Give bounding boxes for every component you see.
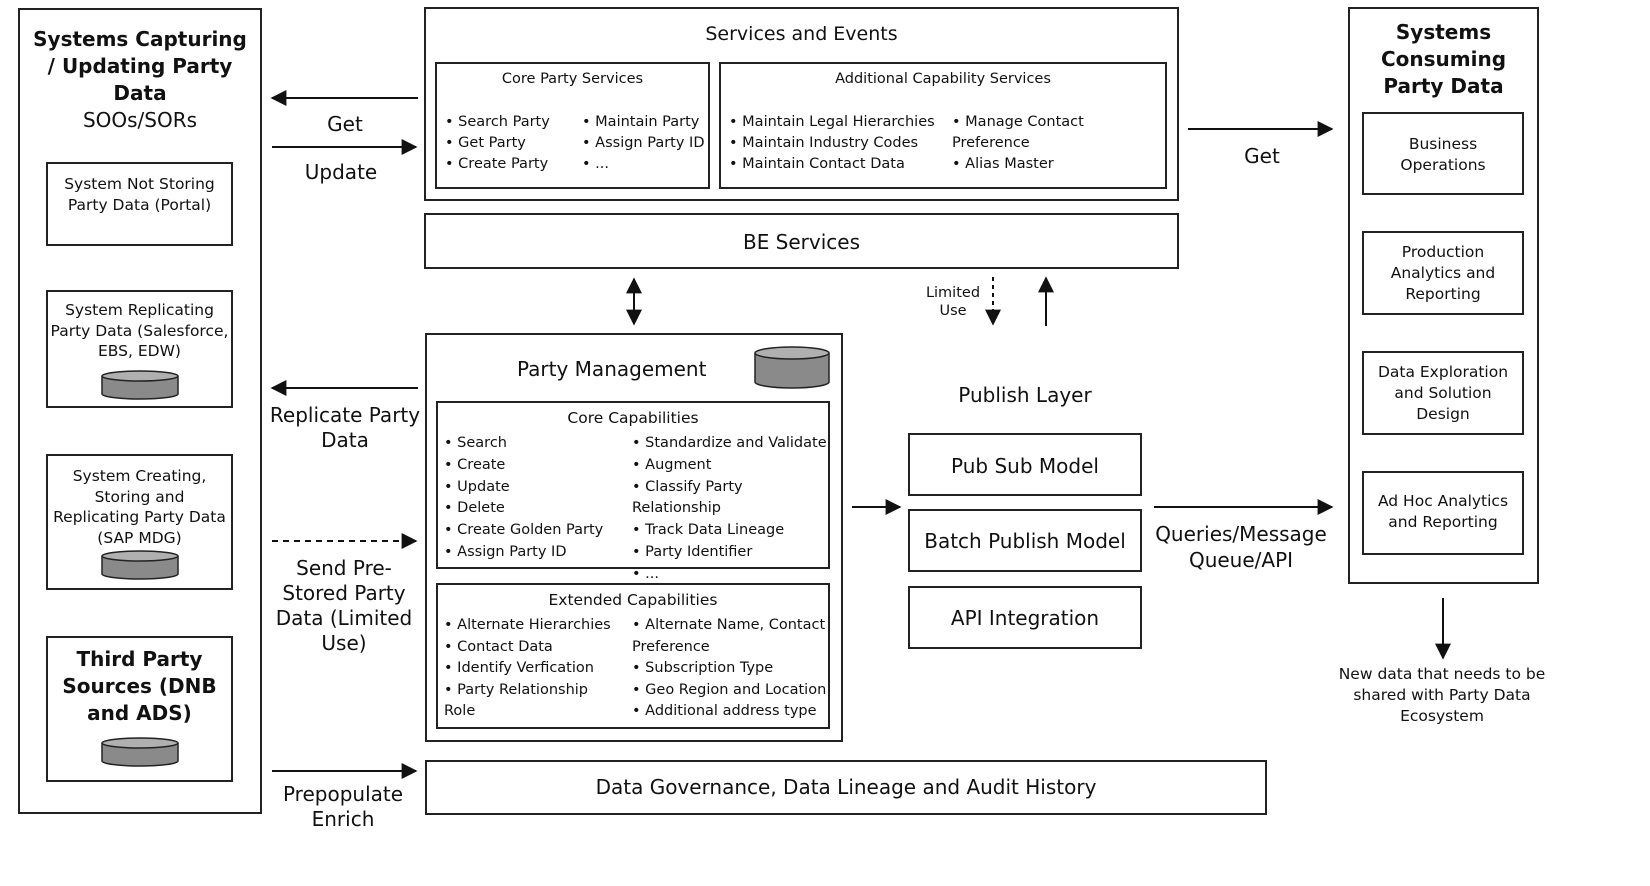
label-send-prestored: Send Pre-Stored Party Data (Limited Use) — [275, 556, 413, 655]
list-item: Alias Master — [952, 154, 1165, 175]
system-label: Third Party Sources (DNB and ADS) — [62, 647, 217, 725]
new-data-note: New data that needs to be shared with Pa… — [1338, 665, 1546, 725]
list-item: Additional address type — [632, 701, 828, 723]
list-item: Assign Party ID — [582, 133, 704, 154]
label-queries: Queries/Message Queue/API — [1155, 522, 1327, 572]
core-party-services-title: Core Party Services — [501, 71, 644, 87]
batch-publish-model: Batch Publish Model — [908, 509, 1142, 572]
list-item: Augment — [632, 455, 828, 477]
extended-capabilities-list-2: Alternate Name, Contact Preference Subsc… — [632, 615, 828, 723]
api-integration: API Integration — [908, 586, 1142, 649]
core-capabilities: Core Capabilities Search Create Update D… — [436, 401, 830, 582]
list-item: Identify Verfication — [444, 658, 624, 680]
publish-layer-title: Publish Layer — [958, 383, 1092, 407]
list-item: Maintain Legal Hierarchies — [729, 112, 935, 133]
list-item: Manage Contact Preference — [952, 112, 1165, 154]
be-services: BE Services — [424, 213, 1179, 269]
party-management-title: Party Management — [517, 357, 707, 381]
label-get-left: Get — [327, 112, 363, 136]
list-item: Create Party — [445, 154, 550, 175]
list-item: Party Relationship Role — [444, 680, 594, 723]
list-item: Contact Data — [444, 637, 624, 659]
system-label: System Not Storing Party Data (Portal) — [64, 175, 215, 214]
system-replicating: System Replicating Party Data (Salesforc… — [46, 290, 233, 408]
system-label: System Replicating Party Data (Salesforc… — [50, 301, 229, 360]
core-services-list-1: Search Party Get Party Create Party — [445, 112, 550, 175]
pub-sub-model: Pub Sub Model — [908, 433, 1142, 496]
list-item: ... — [632, 564, 828, 586]
label-prepopulate: Prepopulate Enrich — [282, 782, 404, 831]
extended-capabilities: Extended Capabilities Alternate Hierarch… — [436, 583, 830, 729]
list-item: Party Identifier — [632, 542, 828, 564]
core-party-services: Core Party Services Search Party Get Par… — [435, 62, 710, 189]
system-not-storing: System Not Storing Party Data (Portal) — [46, 162, 233, 246]
additional-services-list-1: Maintain Legal Hierarchies Maintain Indu… — [729, 112, 935, 175]
label-replicate: Replicate Party Data — [269, 403, 421, 452]
list-item: ... — [582, 154, 705, 175]
additional-services-title: Additional Capability Services — [835, 71, 1051, 87]
core-capabilities-title: Core Capabilities — [567, 409, 699, 427]
consumer-label: Data Exploration and Solution Design — [1377, 363, 1509, 423]
core-services-list-2: Maintain Party Assign Party ID ... — [582, 112, 705, 175]
consumer-label: Business Operations — [1400, 135, 1486, 174]
label-limited-use: Limited Use — [925, 285, 981, 319]
list-item: Alternate Name, Contact Preference — [632, 615, 828, 658]
publish-model-label: API Integration — [950, 606, 1100, 630]
database-icon — [101, 550, 179, 580]
consumer-data-exploration: Data Exploration and Solution Design — [1362, 351, 1524, 435]
list-item: Classify Party Relationship — [632, 477, 828, 521]
label-get-right: Get — [1244, 144, 1280, 168]
data-governance: Data Governance, Data Lineage and Audit … — [425, 760, 1267, 815]
list-item: Standardize and Validate — [632, 433, 828, 455]
system-creating: System Creating, Storing and Replicating… — [46, 454, 233, 590]
database-icon — [101, 737, 179, 767]
list-item: Search — [444, 433, 603, 455]
list-item: Alternate Hierarchies — [444, 615, 624, 637]
list-item: Update — [444, 477, 603, 499]
core-capabilities-list-2: Standardize and Validate Augment Classif… — [632, 433, 828, 586]
data-governance-label: Data Governance, Data Lineage and Audit … — [595, 775, 1097, 799]
list-item: Search Party — [445, 112, 550, 133]
list-item: Delete — [444, 498, 603, 520]
services-title: Services and Events — [705, 23, 898, 45]
extended-capabilities-title: Extended Capabilities — [548, 591, 718, 609]
right-panel-title: Systems Consuming Party Data — [1380, 20, 1507, 98]
list-item: Get Party — [445, 133, 550, 154]
left-panel-title: Systems Capturing / Updating Party Data — [33, 27, 247, 105]
database-icon — [754, 346, 830, 389]
publish-model-label: Pub Sub Model — [951, 454, 1099, 478]
consumer-label: Ad Hoc Analytics and Reporting — [1377, 492, 1509, 531]
extended-capabilities-list-1: Alternate Hierarchies Contact Data Ident… — [444, 615, 624, 723]
consumer-production-analytics: Production Analytics and Reporting — [1362, 231, 1524, 315]
list-item: Track Data Lineage — [632, 520, 828, 542]
left-panel-subtitle: SOOs/SORs — [82, 108, 198, 132]
consumer-adhoc-analytics: Ad Hoc Analytics and Reporting — [1362, 471, 1524, 555]
additional-capability-services: Additional Capability Services Maintain … — [719, 62, 1167, 189]
list-item: Maintain Industry Codes — [729, 133, 935, 154]
additional-services-list-2: Manage Contact Preference Alias Master — [952, 112, 1165, 175]
database-icon — [101, 370, 179, 400]
consumer-label: Production Analytics and Reporting — [1390, 243, 1496, 303]
list-item: Maintain Contact Data — [729, 154, 935, 175]
list-item: Geo Region and Location — [632, 680, 828, 702]
publish-model-label: Batch Publish Model — [924, 529, 1126, 553]
list-item: Create Golden Party — [444, 520, 603, 542]
list-item: Assign Party ID — [444, 542, 603, 564]
list-item: Create — [444, 455, 603, 477]
consumer-business-operations: Business Operations — [1362, 112, 1524, 195]
list-item: Maintain Party — [582, 112, 705, 133]
label-update: Update — [304, 160, 378, 184]
system-label: System Creating, Storing and Replicating… — [53, 467, 226, 547]
list-item: Subscription Type — [632, 658, 828, 680]
be-services-label: BE Services — [742, 230, 861, 254]
core-capabilities-list-1: Search Create Update Delete Create Golde… — [444, 433, 603, 564]
